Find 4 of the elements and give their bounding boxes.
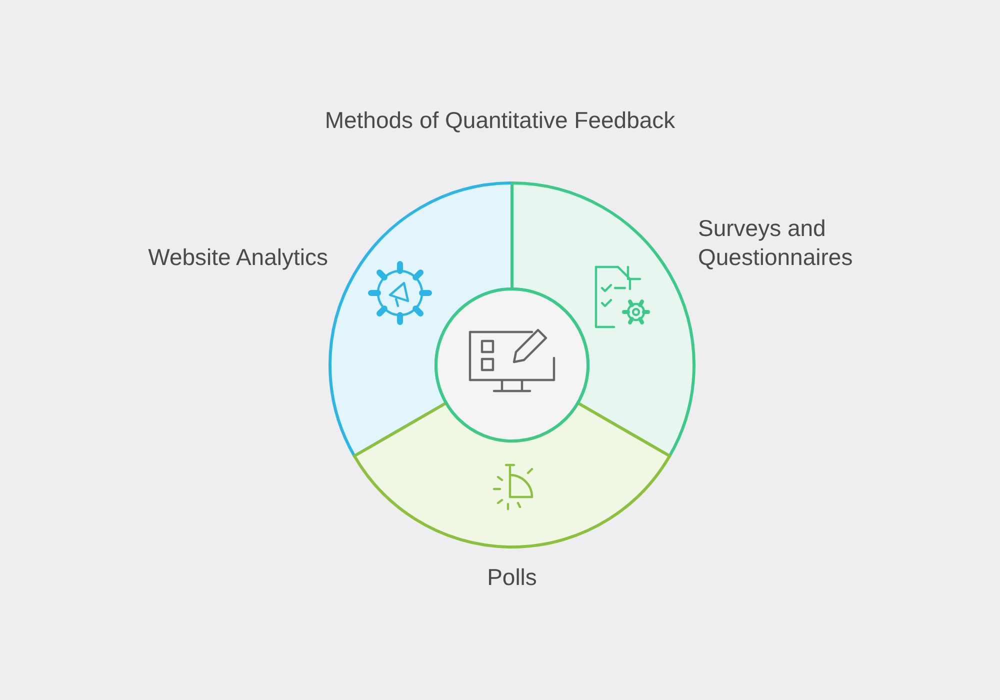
segment-label: Website Analytics [147, 243, 328, 272]
segment-label: Polls [486, 563, 538, 592]
diagram-title: Methods of Quantitative Feedback [324, 107, 676, 134]
segment-label: Surveys and Questionnaires [698, 214, 854, 272]
